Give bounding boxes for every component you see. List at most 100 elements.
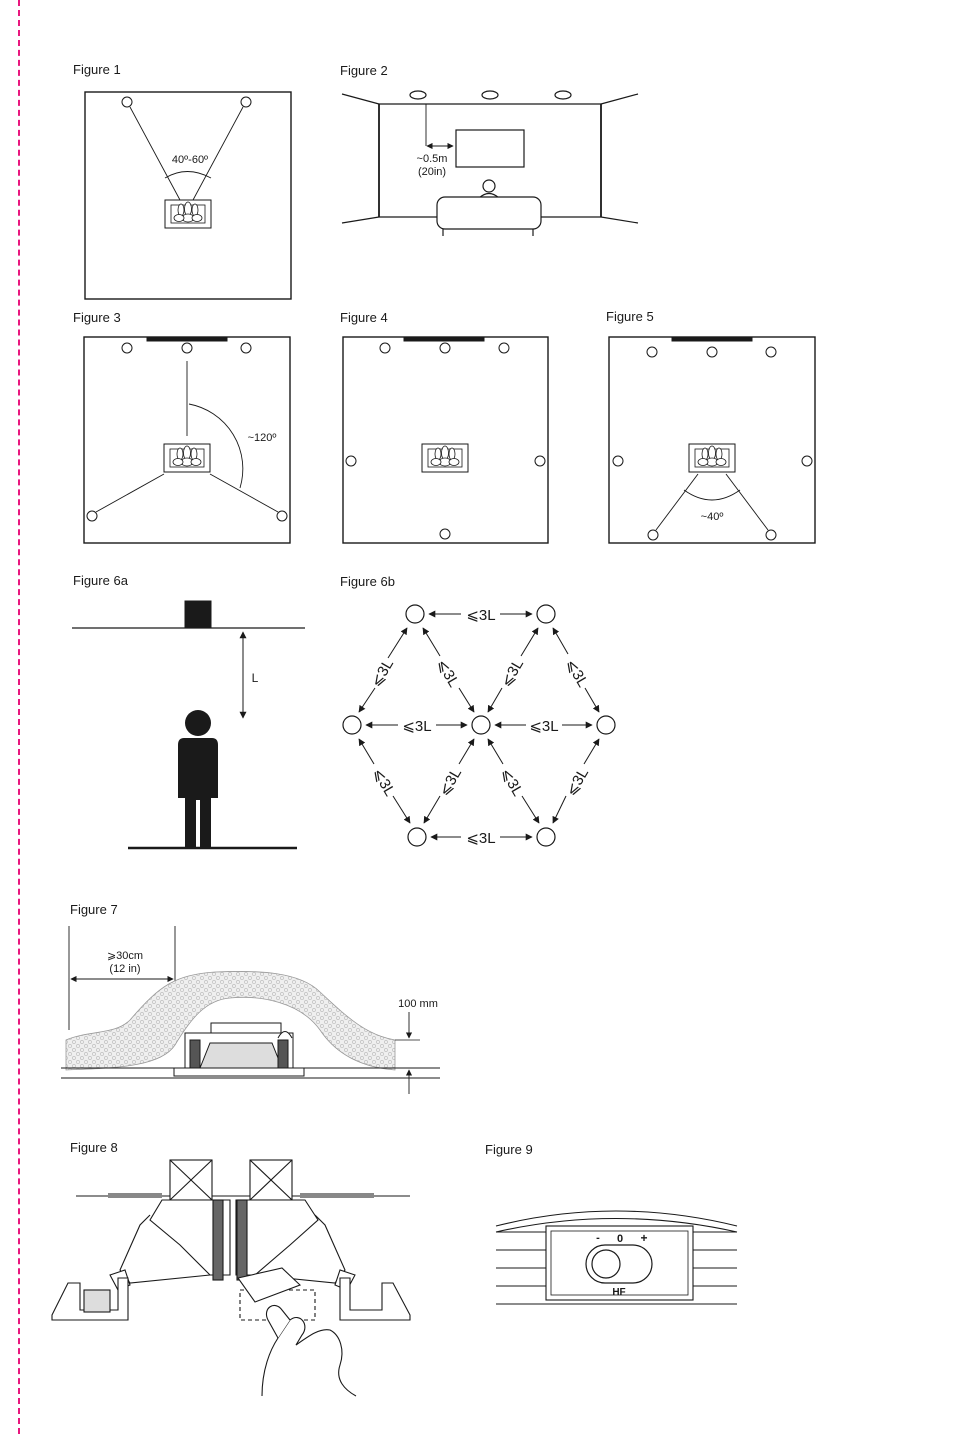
screen-bar bbox=[403, 336, 485, 342]
ceiling-speaker-icon bbox=[554, 90, 572, 100]
angle-arc bbox=[164, 171, 212, 179]
speaker-icon bbox=[439, 342, 451, 354]
spacing-label: ⩽3L bbox=[368, 656, 397, 690]
speaker-icon bbox=[121, 342, 133, 354]
figure-6a-diagram bbox=[72, 600, 305, 850]
speaker-icon bbox=[536, 604, 556, 624]
speaker-icon bbox=[405, 604, 425, 624]
spacing-label: ⩽3L bbox=[529, 718, 558, 735]
spacing-label: ⩽3L bbox=[369, 765, 398, 799]
figure-1-diagram bbox=[84, 91, 292, 300]
switch-knob bbox=[591, 1249, 621, 1279]
room-outline bbox=[342, 336, 549, 544]
page-margin-line bbox=[18, 0, 20, 1434]
speaker-icon bbox=[534, 455, 546, 467]
speaker-icon bbox=[647, 529, 659, 541]
switch-plus-label: + bbox=[640, 1231, 647, 1245]
ceiling-speaker-icon bbox=[481, 90, 499, 100]
spacing-label: ⩽3L bbox=[433, 656, 462, 690]
room-outline bbox=[84, 91, 292, 300]
speaker-icon bbox=[612, 455, 624, 467]
spacing-label: ⩽3L bbox=[498, 656, 527, 690]
figure-4-diagram bbox=[342, 336, 549, 544]
speaker-icon bbox=[765, 346, 777, 358]
hand-icon bbox=[261, 1317, 357, 1397]
figure-6a-height: L bbox=[252, 671, 259, 685]
spacing-label: ⩽3L bbox=[402, 718, 431, 735]
listener-seat-icon bbox=[163, 443, 211, 473]
spacing-label: ⩽3L bbox=[562, 656, 591, 690]
speaker-rim bbox=[495, 1210, 738, 1227]
ceiling-speaker-body bbox=[184, 1022, 294, 1069]
speaker-grille bbox=[173, 1067, 305, 1077]
figure-2-distance: ~0.5m bbox=[417, 153, 448, 165]
figure-7-label: Figure 7 bbox=[70, 902, 118, 917]
spacing-label: ⩽3L bbox=[466, 830, 495, 847]
speaker-icon bbox=[498, 342, 510, 354]
figure-3-label: Figure 3 bbox=[73, 310, 121, 325]
tv-screen bbox=[455, 129, 525, 168]
figure-2-diagram bbox=[341, 90, 639, 236]
spacing-label: ⩽3L bbox=[466, 607, 495, 624]
figure-6b-diagram bbox=[342, 604, 616, 847]
figure-4-label: Figure 4 bbox=[340, 310, 388, 325]
figure-6b-label: Figure 6b bbox=[340, 574, 395, 589]
insulation-layer bbox=[65, 970, 396, 1071]
figure-8-label: Figure 8 bbox=[70, 1140, 118, 1155]
switch-zero-label: 0 bbox=[617, 1233, 623, 1245]
figure-7-clearance: ⩾30cm bbox=[107, 950, 143, 962]
speaker-icon bbox=[121, 96, 133, 108]
ceiling-speaker-icon bbox=[409, 90, 427, 100]
figure-8-diagram bbox=[51, 1159, 411, 1397]
spacing-label: ⩽3L bbox=[436, 765, 465, 799]
speaker-icon bbox=[596, 715, 616, 735]
speaker-icon bbox=[181, 342, 193, 354]
figure-5-label: Figure 5 bbox=[606, 309, 654, 324]
speaker-icon bbox=[276, 510, 288, 522]
figure-3-diagram bbox=[83, 336, 291, 544]
figure-7-diagram bbox=[61, 926, 440, 1094]
listener-seat-icon bbox=[164, 199, 212, 229]
speaker-icon bbox=[439, 528, 451, 540]
figure-1-angle: 40º-60º bbox=[172, 154, 208, 166]
switch-name-label: HF bbox=[612, 1287, 625, 1298]
speaker-icon bbox=[646, 346, 658, 358]
figure-7-depth: 100 mm bbox=[398, 998, 438, 1010]
figure-5-diagram bbox=[608, 336, 816, 544]
sofa bbox=[436, 196, 542, 230]
speaker-icon bbox=[379, 342, 391, 354]
screen-bar bbox=[671, 336, 753, 342]
figure-6a-label: Figure 6a bbox=[73, 573, 128, 588]
speaker-icon bbox=[407, 827, 427, 847]
figure-5-angle: ~40º bbox=[701, 511, 724, 523]
listener-seat-icon bbox=[421, 443, 469, 473]
speaker-icon bbox=[706, 346, 718, 358]
speaker-icon bbox=[86, 510, 98, 522]
speaker-icon bbox=[801, 455, 813, 467]
angle-arc bbox=[683, 489, 741, 501]
speaker-icon bbox=[240, 96, 252, 108]
standing-person-icon bbox=[178, 710, 218, 848]
spacing-label: ⩽3L bbox=[497, 765, 526, 799]
figure-3-angle: ~120º bbox=[248, 432, 277, 444]
screen-bar bbox=[146, 336, 228, 342]
angle-arc bbox=[188, 403, 244, 489]
speaker-icon bbox=[342, 715, 362, 735]
speaker-icon bbox=[536, 827, 556, 847]
figure-1-label: Figure 1 bbox=[73, 62, 121, 77]
speaker-icon bbox=[765, 529, 777, 541]
speaker-icon bbox=[471, 715, 491, 735]
figure-2-distance-imperial: (20in) bbox=[418, 166, 446, 178]
figure-7-clearance-imperial: (12 in) bbox=[109, 963, 140, 975]
spacing-label: ⩽3L bbox=[563, 765, 592, 799]
figure-9-label: Figure 9 bbox=[485, 1142, 533, 1157]
speaker-block-icon bbox=[184, 600, 212, 628]
figure-6b-arrows bbox=[358, 610, 600, 841]
speaker-icon bbox=[345, 455, 357, 467]
listener-seat-icon bbox=[688, 443, 736, 473]
speaker-icon bbox=[240, 342, 252, 354]
person-head-icon bbox=[482, 179, 496, 193]
figure-2-label: Figure 2 bbox=[340, 63, 388, 78]
figure-9-diagram bbox=[495, 1210, 738, 1305]
switch-minus-label: - bbox=[596, 1232, 600, 1244]
